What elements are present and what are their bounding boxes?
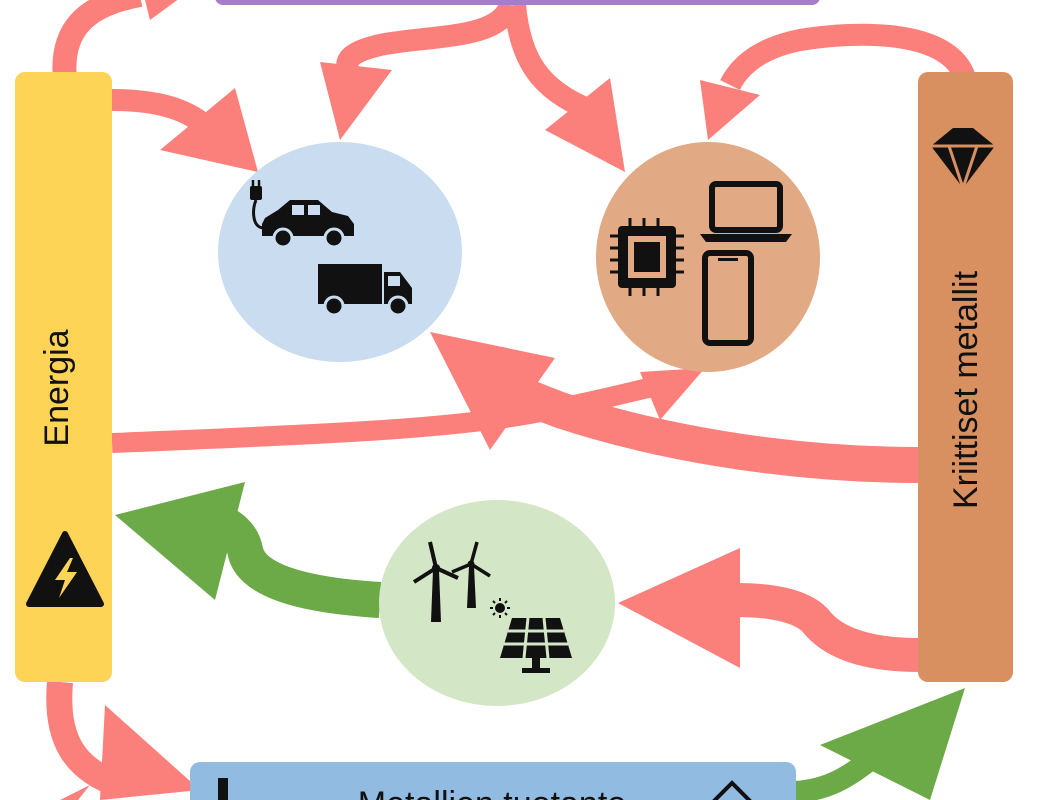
metal-production-box	[190, 762, 796, 800]
arrow-energy-to-production-head	[100, 705, 200, 800]
arrow-metals-to-electronics	[720, 23, 976, 91]
sun-icon	[490, 598, 510, 618]
factory-chimney-icon	[218, 778, 228, 800]
arrow-metals-to-vehicles	[481, 363, 919, 483]
arrow-renewables-to-energy-head	[115, 482, 245, 600]
energy-node: Energia	[15, 72, 112, 682]
arrow-metals-to-vehicles-head	[430, 332, 555, 450]
high-voltage-icon	[26, 531, 104, 607]
arrow-energy-to-production-head-2	[60, 785, 90, 800]
flow-arrows	[46, 0, 976, 800]
arrow-metals-to-renewables	[734, 583, 921, 672]
arrow-metals-to-electronics-head	[700, 80, 760, 140]
renewables-circle	[379, 500, 615, 706]
renewables-node	[379, 500, 615, 706]
metal-production-label: Metallien tuotanto	[358, 785, 626, 800]
energy-label: Energia	[38, 329, 76, 446]
metal-production-node: Metallien tuotanto	[190, 762, 796, 800]
ev-car-icon	[250, 180, 354, 249]
electronics-node	[596, 142, 820, 372]
arrow-metals-to-renewables-head	[618, 548, 740, 668]
critical-metals-node: Kriittiset metallit	[918, 72, 1013, 682]
arrow-top-to-vehicles-head	[320, 62, 392, 140]
vehicles-node	[218, 142, 462, 362]
vehicles-circle	[218, 142, 462, 362]
arrow-top-to-electronics	[504, 3, 595, 121]
energy-box	[15, 72, 112, 682]
mountain-icon	[712, 780, 752, 800]
arrow-production-to-metals	[794, 751, 877, 800]
arrow-top-to-electronics-head	[545, 78, 625, 172]
crystal-icon	[931, 128, 995, 189]
top-node-box	[215, 0, 820, 5]
smartphone-icon	[702, 250, 754, 346]
arrow-energy-to-electronics-head	[640, 368, 705, 420]
truck-icon	[318, 264, 412, 317]
arrow-energy-to-top	[52, 0, 143, 82]
chip-icon	[610, 218, 684, 296]
critical-metals-label: Kriittiset metallit	[947, 270, 985, 509]
arrow-renewables-to-energy	[208, 502, 382, 618]
wind-turbine-icon	[412, 541, 491, 622]
arrow-energy-to-top-head	[145, 0, 178, 20]
critical-metals-box	[918, 72, 1013, 682]
arrow-top-to-vehicles	[336, 0, 521, 74]
arrow-production-to-metals-head	[820, 688, 965, 800]
solar-panel-icon	[500, 617, 572, 673]
arrow-energy-to-vehicles-head	[160, 88, 258, 172]
laptop-icon	[700, 181, 792, 242]
